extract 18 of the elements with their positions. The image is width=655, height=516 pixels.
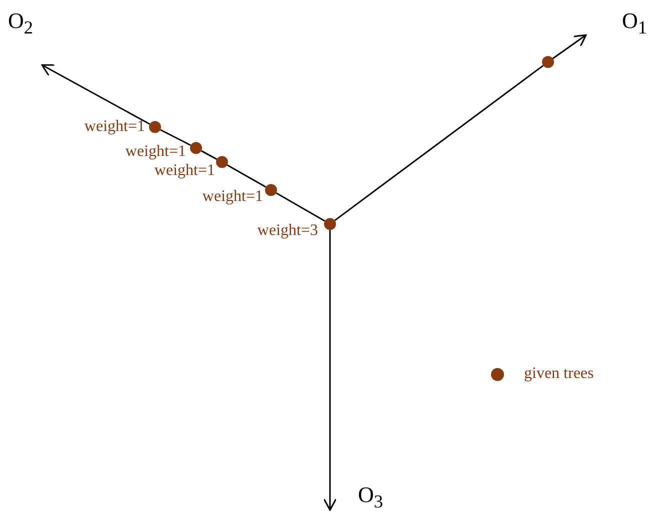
- axis-arrow: [41, 64, 150, 125]
- axis-label: O$_{3}$: [358, 482, 384, 512]
- axis-arrow: [323, 230, 337, 511]
- tree-point: [324, 218, 336, 230]
- weight-label: weight=1: [125, 143, 186, 161]
- tree-point: [216, 156, 228, 168]
- tree-point: [190, 142, 202, 154]
- weight-label: weight=1: [84, 118, 145, 136]
- tree-point: [149, 121, 161, 133]
- axis-label: O$_{1}$: [622, 8, 648, 38]
- weight-label: weight=1: [154, 162, 215, 180]
- axis-label: O$_{2}$: [8, 8, 34, 38]
- axis-arrow: [552, 34, 587, 60]
- tree-point: [542, 56, 554, 68]
- tree-point: [265, 184, 277, 196]
- weight-label: weight=1: [202, 188, 263, 206]
- weight-label: weight=3: [257, 222, 318, 240]
- legend-label: given trees: [524, 365, 594, 383]
